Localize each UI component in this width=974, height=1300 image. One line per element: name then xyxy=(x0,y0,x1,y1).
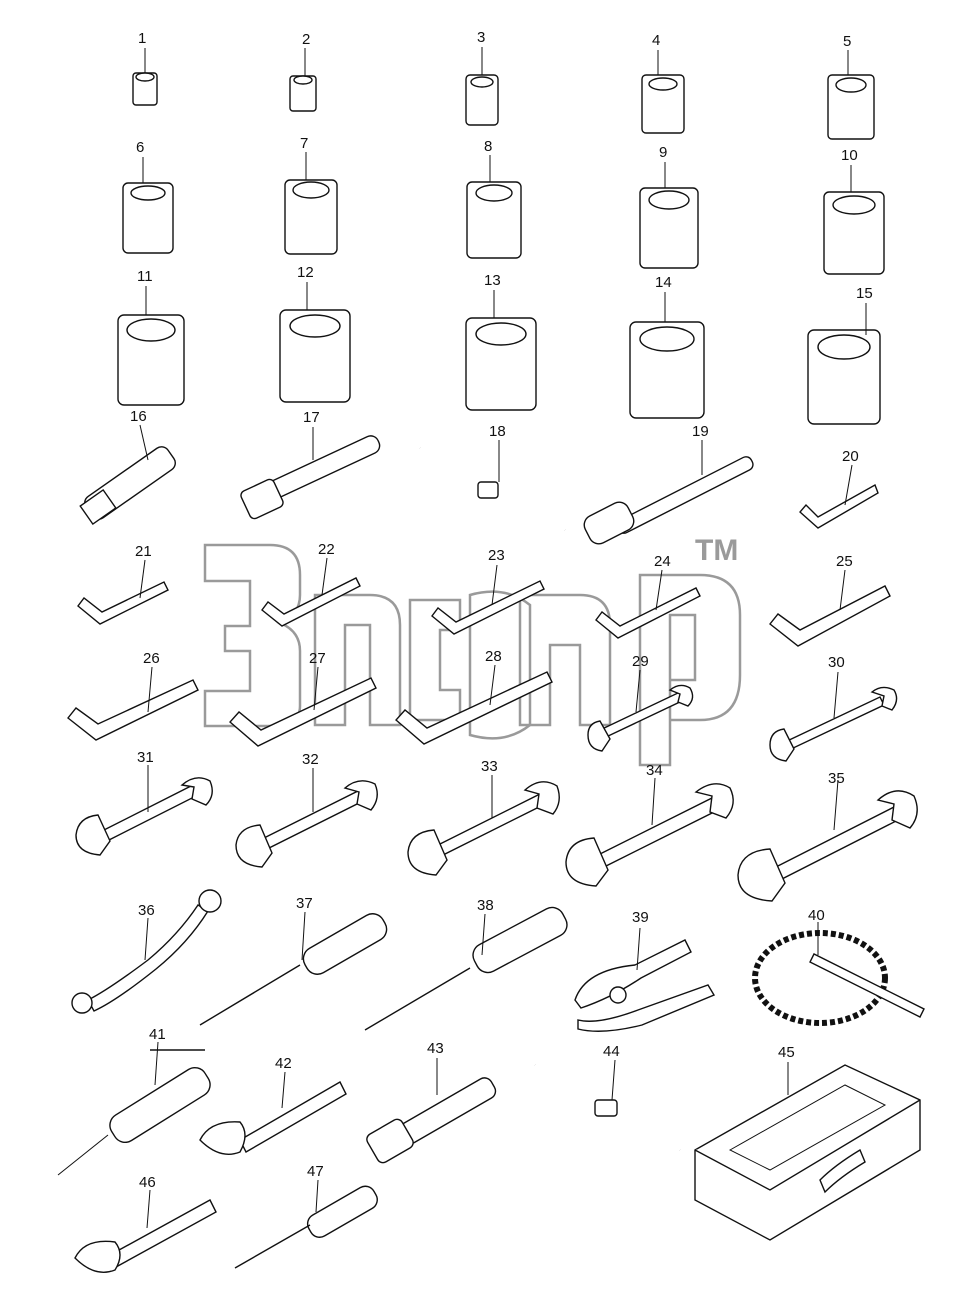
callout-5: 5 xyxy=(843,33,851,50)
part-2-socket xyxy=(289,48,317,112)
callout-41: 41 xyxy=(149,1026,166,1043)
part-11-socket xyxy=(117,286,185,406)
callout-32: 32 xyxy=(302,751,319,768)
watermark-tm: TM xyxy=(695,534,738,567)
part-4-socket xyxy=(641,50,685,134)
part-5-socket xyxy=(827,50,875,140)
part-43-extension-bar xyxy=(366,1058,497,1164)
callout-16: 16 xyxy=(130,408,147,425)
callout-31: 31 xyxy=(137,749,154,766)
part-28-hex-key xyxy=(394,664,553,745)
part-25-hex-key xyxy=(769,569,891,647)
callout-22: 22 xyxy=(318,541,335,558)
part-44-t-handle xyxy=(534,1059,681,1152)
callout-8: 8 xyxy=(484,138,492,155)
part-16-universal-joint xyxy=(79,424,176,526)
part-18-t-handle xyxy=(419,440,566,532)
callout-18: 18 xyxy=(489,423,506,440)
part-6-socket xyxy=(122,157,174,254)
callout-46: 46 xyxy=(139,1174,156,1191)
part-35-open-end-wrench xyxy=(737,779,918,902)
callout-11: 11 xyxy=(137,268,153,285)
callout-44: 44 xyxy=(603,1043,620,1060)
callout-4: 4 xyxy=(652,32,660,49)
part-47-screwdriver xyxy=(234,1179,378,1269)
callout-45: 45 xyxy=(778,1044,795,1061)
callout-47: 47 xyxy=(307,1163,324,1180)
callout-labels: 1 2 3 4 5 6 7 8 9 10 11 12 13 14 15 16 1… xyxy=(130,29,873,1191)
callout-43: 43 xyxy=(427,1040,444,1057)
callout-9: 9 xyxy=(659,144,667,161)
part-1-socket xyxy=(132,48,158,106)
callout-2: 2 xyxy=(302,31,310,48)
part-37-screwdriver xyxy=(199,911,388,1026)
callout-37: 37 xyxy=(296,895,313,912)
callout-39: 39 xyxy=(632,909,649,926)
callout-28: 28 xyxy=(485,648,502,665)
callout-26: 26 xyxy=(143,650,160,667)
part-36-box-wrench xyxy=(71,889,222,1014)
callout-40: 40 xyxy=(808,907,825,924)
callout-23: 23 xyxy=(488,547,505,564)
part-12-socket xyxy=(279,282,351,403)
part-33-open-end-wrench xyxy=(407,775,560,876)
callout-34: 34 xyxy=(646,762,663,779)
part-46-adjustable-wrench xyxy=(74,1189,217,1273)
part-39-pliers xyxy=(574,927,716,1032)
callout-24: 24 xyxy=(654,553,671,570)
callout-29: 29 xyxy=(632,653,649,670)
part-8-socket xyxy=(466,155,522,259)
callout-17: 17 xyxy=(303,409,320,426)
part-19-ratchet-handle xyxy=(583,440,754,545)
part-10-socket xyxy=(823,165,885,275)
part-45-tool-case xyxy=(694,1062,921,1241)
part-30-open-end-wrench xyxy=(769,671,898,762)
callout-35: 35 xyxy=(828,770,845,787)
part-20-hex-key xyxy=(799,464,879,529)
part-15-socket xyxy=(807,303,881,425)
callout-15: 15 xyxy=(856,285,873,302)
callout-6: 6 xyxy=(136,139,144,156)
callout-33: 33 xyxy=(481,758,498,775)
part-24-hex-key xyxy=(595,569,701,639)
part-26-hex-key xyxy=(67,666,199,741)
part-3-socket xyxy=(465,47,499,126)
callout-7: 7 xyxy=(300,135,308,152)
part-38-screwdriver xyxy=(364,906,568,1031)
part-22-hex-key xyxy=(261,557,361,627)
callout-25: 25 xyxy=(836,553,853,570)
callout-36: 36 xyxy=(138,902,155,919)
part-29-open-end-wrench xyxy=(587,669,694,752)
part-14-socket xyxy=(629,292,705,419)
part-40-chain-wrench xyxy=(752,922,925,1026)
callout-14: 14 xyxy=(655,274,672,291)
part-7-socket xyxy=(284,152,338,255)
callout-13: 13 xyxy=(484,272,501,289)
part-31-open-end-wrench xyxy=(75,765,213,856)
part-27-hex-key xyxy=(228,666,377,747)
part-42-adjustable-wrench xyxy=(199,1071,347,1155)
part-41-grease-gun xyxy=(57,1041,211,1176)
callout-42: 42 xyxy=(275,1055,292,1072)
callout-1: 1 xyxy=(138,30,146,47)
part-34-open-end-wrench xyxy=(565,777,734,887)
callout-27: 27 xyxy=(309,650,326,667)
callout-3: 3 xyxy=(477,29,485,46)
part-17-extension-bar xyxy=(240,427,381,520)
callout-12: 12 xyxy=(297,264,314,281)
callout-10: 10 xyxy=(841,147,858,164)
callout-20: 20 xyxy=(842,448,859,465)
part-13-socket xyxy=(465,290,537,411)
callout-21: 21 xyxy=(135,543,152,560)
callout-38: 38 xyxy=(477,897,494,914)
part-21-hex-key xyxy=(77,559,169,625)
callout-30: 30 xyxy=(828,654,845,671)
callout-19: 19 xyxy=(692,423,709,440)
part-23-hex-key xyxy=(431,564,545,635)
part-32-open-end-wrench xyxy=(235,768,378,868)
part-9-socket xyxy=(639,162,699,269)
